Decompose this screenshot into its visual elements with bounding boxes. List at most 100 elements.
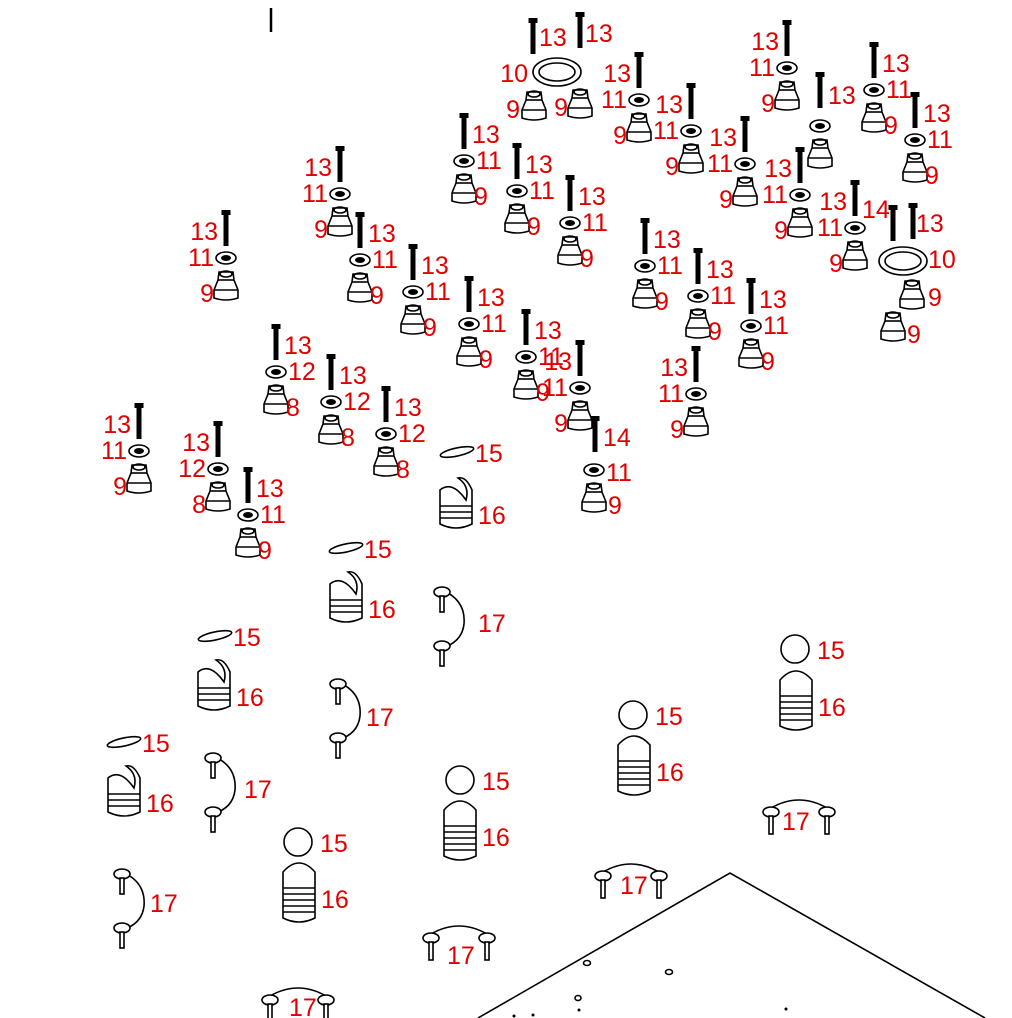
ring-washer-10: [878, 246, 928, 276]
callout-9: 9: [423, 314, 437, 342]
callout-17: 17: [150, 890, 178, 918]
washer-11: [349, 253, 371, 267]
callout-13: 13: [539, 24, 567, 52]
callout-9: 9: [370, 282, 384, 310]
callout-9: 9: [536, 379, 550, 407]
screw-13: [408, 244, 418, 280]
base-plate: [477, 872, 986, 1018]
washer-12: [207, 462, 229, 476]
callout-13: 13: [828, 82, 856, 110]
disc-15: [780, 634, 810, 664]
callout-14: 14: [862, 196, 890, 224]
foot-9: [738, 338, 764, 369]
callout-13: 13: [923, 100, 951, 128]
foot-9: [456, 336, 482, 367]
washer-11: [458, 317, 480, 331]
screw-13: [691, 346, 701, 382]
screw-13: [459, 113, 469, 149]
callout-13: 13: [284, 332, 312, 360]
washer-11: [687, 289, 709, 303]
foot-9: [400, 304, 426, 335]
callout-11: 11: [260, 501, 286, 529]
callout-9: 9: [761, 90, 775, 118]
callout-9: 9: [314, 216, 328, 244]
washer-12: [320, 395, 342, 409]
callout-9: 9: [884, 112, 898, 140]
screw-13: [464, 276, 474, 312]
screw-13: [528, 18, 538, 54]
foot-9: [902, 152, 928, 183]
callout-13: 13: [190, 218, 218, 246]
washer-11: [515, 350, 537, 364]
bracket-17: [113, 868, 145, 949]
foot-9: [880, 311, 906, 342]
screw-13: [565, 175, 575, 211]
callout-17: 17: [366, 704, 394, 732]
callout-11: 11: [762, 181, 788, 209]
callout-17: 17: [478, 610, 506, 638]
disc-15: [283, 827, 313, 857]
callout-11: 11: [817, 214, 843, 242]
callout-11: 11: [538, 343, 564, 371]
knob-16: [779, 670, 813, 731]
callout-8: 8: [286, 394, 300, 422]
callout-13: 13: [394, 394, 422, 422]
callout-9: 9: [670, 416, 684, 444]
disc-15: [618, 700, 648, 730]
callout-11: 11: [927, 126, 953, 154]
callout-13: 13: [477, 284, 505, 312]
foot-9: [235, 527, 261, 558]
callout-17: 17: [782, 808, 810, 836]
callout-13: 13: [368, 220, 396, 248]
foot-8: [373, 446, 399, 477]
callout-16: 16: [482, 824, 510, 852]
callout-13: 13: [578, 183, 606, 211]
screw-13: [512, 143, 522, 179]
screw-13: [221, 210, 231, 246]
foot-9: [513, 369, 539, 400]
callout-15: 15: [655, 703, 683, 731]
callout-10: 10: [500, 60, 528, 88]
foot-9: [732, 176, 758, 207]
foot-9: [521, 90, 547, 121]
washer-12: [375, 427, 397, 441]
oval-washer-15: [438, 443, 476, 461]
foot-9: [899, 279, 925, 310]
foot-9: [807, 138, 833, 169]
bracket-17: [329, 678, 361, 759]
washer-11: [685, 387, 707, 401]
callout-16: 16: [656, 759, 684, 787]
callout-13: 13: [256, 475, 284, 503]
ring-washer-10: [532, 57, 582, 87]
callout-9: 9: [113, 473, 127, 501]
foot-9: [632, 278, 658, 309]
callout-11: 11: [542, 374, 568, 402]
knob-16: [617, 735, 651, 796]
callout-11: 11: [582, 209, 608, 237]
callout-15: 15: [364, 536, 392, 564]
foot-9: [347, 272, 373, 303]
knob-16: [443, 800, 477, 861]
callout-11: 11: [188, 244, 214, 272]
callout-9: 9: [554, 94, 568, 122]
foot-9: [678, 143, 704, 174]
washer-11: [863, 83, 885, 97]
disc-15: [445, 765, 475, 795]
callout-11: 11: [707, 150, 733, 178]
callout-9: 9: [925, 162, 939, 190]
washer-11: [734, 157, 756, 171]
callout-12: 12: [288, 358, 316, 386]
washer-11: [128, 444, 150, 458]
screw-13: [693, 248, 703, 284]
callout-13: 13: [916, 210, 944, 238]
foot-8: [318, 414, 344, 445]
washer-11: [634, 259, 656, 273]
foot-8: [205, 481, 231, 512]
foot-9: [451, 173, 477, 204]
callout-13: 13: [304, 154, 332, 182]
callout-12: 12: [398, 420, 426, 448]
foot-9: [504, 203, 530, 234]
callout-16: 16: [146, 790, 174, 818]
washer-11: [237, 508, 259, 522]
screw-13: [795, 147, 805, 183]
